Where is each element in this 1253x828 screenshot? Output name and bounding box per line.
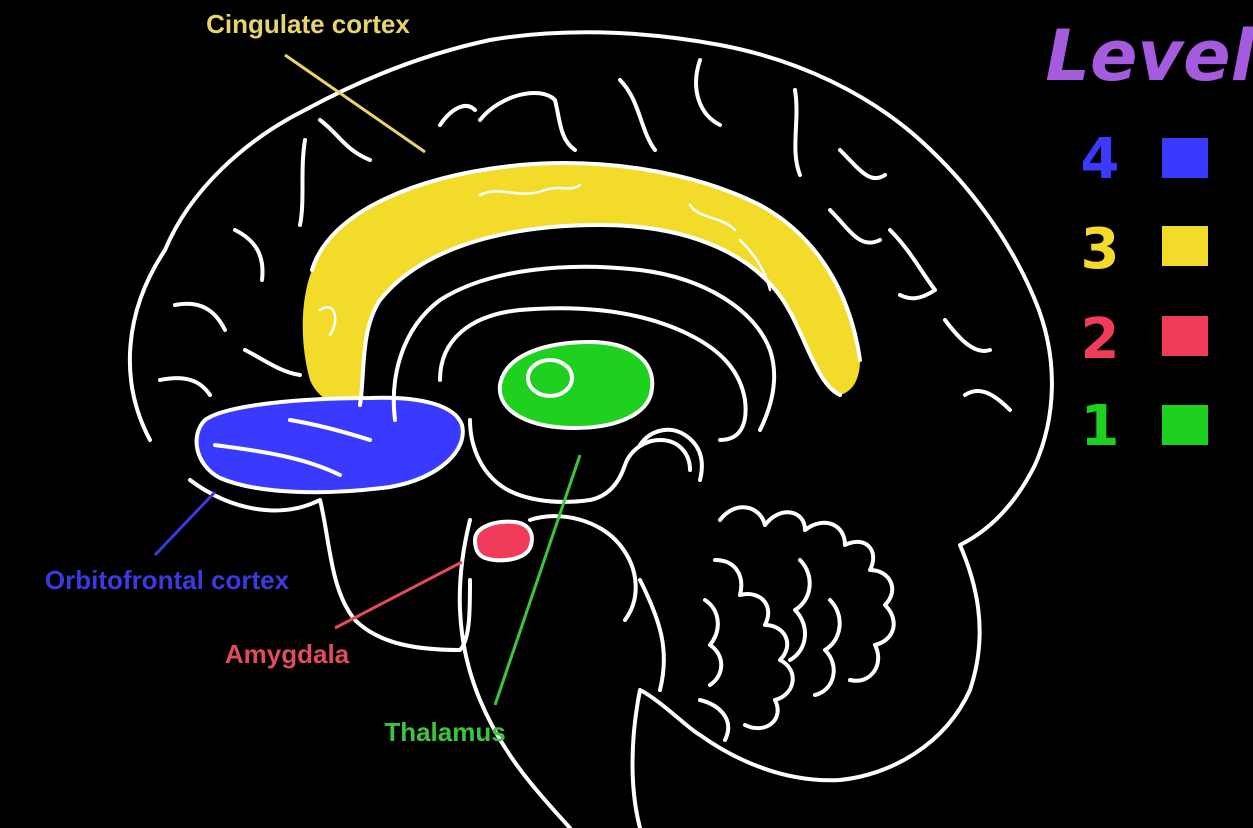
legend-title: Level (1045, 15, 1253, 97)
cingulate-cortex-label: Cingulate cortex (206, 9, 410, 39)
legend-swatch-3 (1162, 226, 1208, 266)
legend-swatch-2 (1162, 316, 1208, 356)
legend-number-4: 4 (1081, 127, 1120, 192)
legend-number-2: 2 (1081, 307, 1120, 372)
legend-swatch-4 (1162, 138, 1208, 178)
legend-number-1: 1 (1081, 394, 1120, 459)
thalamus-label: Thalamus (384, 717, 505, 747)
legend-swatch-1 (1162, 405, 1208, 445)
orbitofrontal-cortex-label: Orbitofrontal cortex (45, 565, 290, 595)
legend-number-3: 3 (1081, 217, 1120, 282)
amygdala-label: Amygdala (225, 639, 350, 669)
